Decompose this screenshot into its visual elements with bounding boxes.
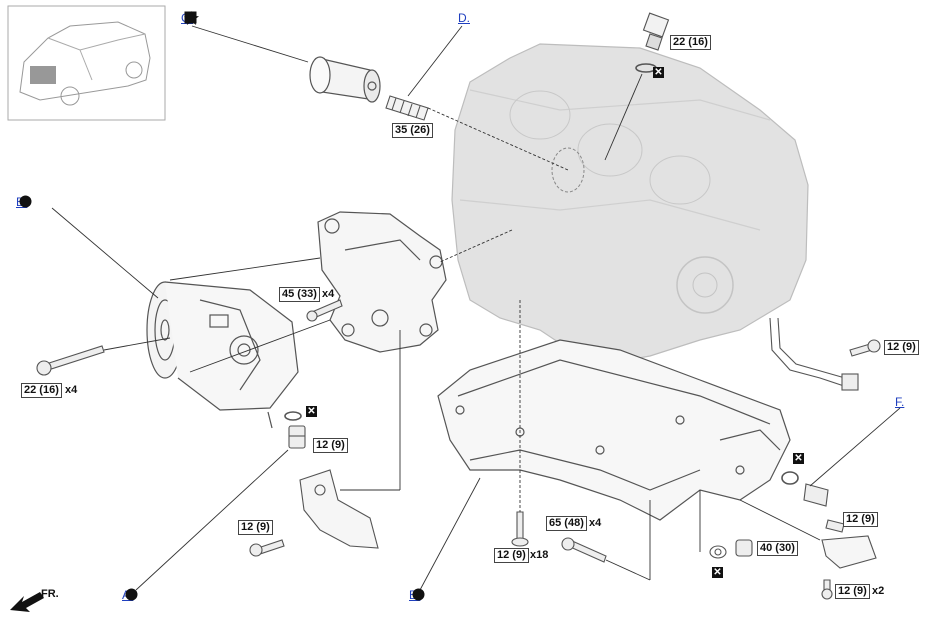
bracket-bolt <box>306 299 343 322</box>
replace-icon: ✕ <box>712 567 723 578</box>
compressor-bracket <box>317 211 447 353</box>
torque-sensor-top: 22 (16) <box>670 35 711 50</box>
torque-oilpan-bolt: 65 (48) <box>546 516 587 531</box>
callout-f[interactable]: F. <box>895 395 904 409</box>
torque-bracket-bolt: 45 (33) <box>279 287 320 302</box>
torque-compressor-bolt: 22 (16) <box>21 383 62 398</box>
dot-icon <box>412 588 425 601</box>
callout-d[interactable]: D. <box>458 11 470 25</box>
square-icon <box>184 11 197 24</box>
oil-filter <box>309 56 381 103</box>
qty-oilpan-bolt: x4 <box>589 517 602 529</box>
lower-bracket <box>249 469 379 557</box>
front-direction-label: FR. <box>41 588 59 600</box>
ac-compressor <box>146 281 302 429</box>
filter-stud <box>385 95 429 121</box>
callout-c[interactable]: C. <box>181 11 199 25</box>
leader-lines <box>51 25 901 591</box>
torque-filter-stud: 35 (26) <box>392 123 433 138</box>
right-sensor <box>781 471 877 600</box>
front-arrow-icon <box>10 592 44 612</box>
compressor-bolt <box>36 345 105 376</box>
replace-icon: ✕ <box>653 67 664 78</box>
callout-e[interactable]: E. <box>409 588 425 602</box>
callout-d-link[interactable]: D. <box>458 11 470 25</box>
torque-drain-plug: 40 (30) <box>757 541 798 556</box>
dot-icon <box>125 588 138 601</box>
compressor-plug <box>288 425 306 449</box>
oil-pan-fasteners <box>511 511 753 563</box>
dot-icon <box>19 195 32 208</box>
qty-compressor-bolt: x4 <box>65 384 78 396</box>
torque-lower-bracket-bolt: 12 (9) <box>238 520 273 535</box>
callout-f-link[interactable]: F. <box>895 395 905 409</box>
dipstick-tube <box>769 317 881 391</box>
qty-oilpan-small: x18 <box>530 549 549 561</box>
callout-b[interactable]: B. <box>16 195 32 209</box>
replace-icon: ✕ <box>306 406 317 417</box>
callout-a[interactable]: A. <box>122 588 138 602</box>
torque-right-sensor: 12 (9) <box>843 512 878 527</box>
torque-dipstick-bolt: 12 (9) <box>884 340 919 355</box>
torque-bracket-right: 12 (9) <box>835 584 870 599</box>
oil-pan <box>437 339 791 521</box>
replace-icon: ✕ <box>793 453 804 464</box>
torque-compressor-plug: 12 (9) <box>313 438 348 453</box>
torque-oilpan-small: 12 (9) <box>494 548 529 563</box>
qty-bracket-bolt: x4 <box>322 288 335 300</box>
qty-bracket-right: x2 <box>872 585 885 597</box>
vehicle-inset <box>7 5 166 121</box>
oil-pressure-sensor <box>635 12 670 73</box>
engine-block <box>451 43 809 366</box>
